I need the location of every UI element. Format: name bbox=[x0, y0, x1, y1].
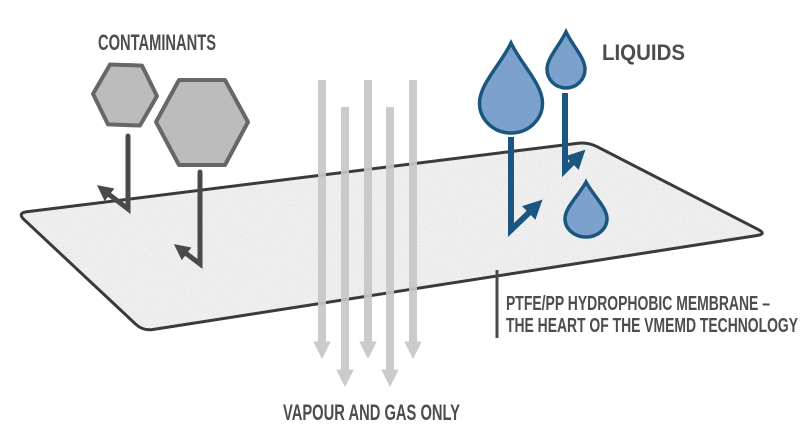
contaminant-hexagon-small bbox=[91, 62, 159, 128]
contaminant-bounce-arrow-icon bbox=[96, 133, 131, 215]
vapour-arrows bbox=[313, 80, 422, 388]
liquids-label: LIQUIDS bbox=[602, 40, 685, 65]
contaminant-hexagon-large bbox=[154, 78, 250, 167]
liquid-droplet-large bbox=[480, 43, 543, 133]
contaminants-group bbox=[91, 62, 250, 270]
membrane-label-line1: PTFE/PP HYDROPHOBIC MEMBRANE – bbox=[506, 293, 770, 315]
membrane-outline bbox=[19, 141, 764, 332]
liquid-droplet-small bbox=[547, 32, 585, 88]
liquid-bounce-arrow-icon bbox=[562, 93, 586, 178]
contaminant-bounce-arrow-icon bbox=[173, 169, 203, 270]
liquid-droplet-deflected bbox=[565, 182, 607, 237]
membrane-label-line2: THE HEART OF THE VMEMD TECHNOLOGY bbox=[506, 315, 798, 337]
liquids-group bbox=[480, 32, 608, 237]
contaminants-label: CONTAMINANTS bbox=[98, 30, 216, 55]
vapour-label: VAPOUR AND GAS ONLY bbox=[283, 400, 460, 425]
liquid-bounce-arrow-icon bbox=[508, 137, 543, 238]
